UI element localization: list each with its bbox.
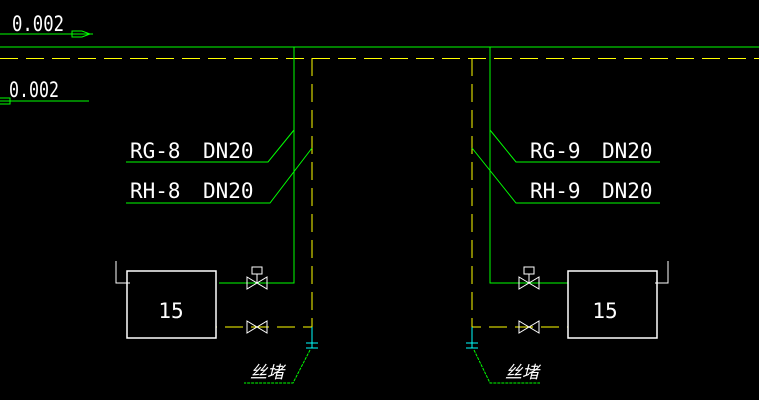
supply-riser (219, 47, 295, 284)
bracket (115, 261, 130, 284)
pipe-label: RG-9 (530, 139, 581, 163)
pipe-label: RH-8 (130, 179, 181, 203)
radiator-box (126, 270, 217, 339)
plug-leader (473, 349, 540, 384)
plug-label: 丝堵 (505, 363, 542, 383)
plug-icon (306, 327, 318, 349)
pipe-size: DN20 (602, 179, 653, 203)
leader-line (471, 147, 660, 204)
gate-valve-icon (246, 320, 268, 334)
pipe-label: RH-9 (530, 179, 581, 203)
leader-line (126, 129, 295, 163)
elevation-label-bottom: 0.002 (9, 78, 59, 102)
elevation-label-top: 0.002 (12, 12, 64, 36)
plug-icon (466, 327, 478, 349)
pipe-size: DN20 (203, 139, 254, 163)
supply-riser (489, 47, 568, 284)
leader-line (126, 147, 313, 204)
radiator-box (567, 270, 658, 339)
pipe-size: DN20 (203, 179, 254, 203)
unit-number: 15 (158, 299, 183, 323)
control-valve-icon (246, 266, 268, 290)
gate-valve-icon (518, 320, 540, 334)
plug-leader (244, 349, 311, 384)
left-branch: RG-8 DN20 RH-8 DN20 15 丝堵 (115, 47, 318, 384)
arrow-icon (71, 30, 92, 38)
control-valve-icon (518, 266, 540, 290)
leader-line (489, 129, 660, 163)
right-branch: RG-9 DN20 RH-9 DN20 15 丝堵 (466, 47, 669, 384)
pipe-size: DN20 (602, 139, 653, 163)
plug-label: 丝堵 (250, 363, 287, 383)
arrow-icon (0, 97, 11, 105)
pipe-label: RG-8 (130, 139, 181, 163)
bracket (655, 261, 669, 284)
unit-number: 15 (592, 299, 617, 323)
